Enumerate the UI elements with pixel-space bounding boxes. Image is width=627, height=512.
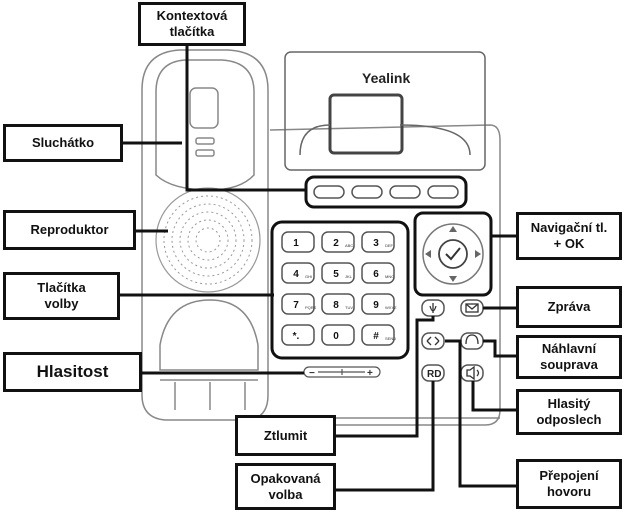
volume-minus-icon: − bbox=[309, 368, 315, 379]
context-keys bbox=[304, 175, 468, 209]
arrow-down-icon[interactable] bbox=[449, 276, 457, 282]
keypad-key-label: *. bbox=[293, 331, 300, 342]
keypad-key-label: 9 bbox=[373, 300, 379, 311]
volume-bar: − + bbox=[303, 366, 381, 379]
speaker-icon bbox=[466, 365, 480, 381]
arrow-right-icon[interactable] bbox=[475, 250, 481, 258]
redial-button-label: RD bbox=[427, 369, 441, 380]
keypad-key-label: 0 bbox=[333, 331, 339, 342]
keypad-key[interactable] bbox=[321, 262, 355, 284]
keypad-key-label: 4 bbox=[293, 269, 299, 280]
envelope-icon bbox=[465, 303, 479, 313]
label-handset: Sluchátko bbox=[3, 124, 123, 162]
arrow-left-icon[interactable] bbox=[425, 250, 431, 258]
handset bbox=[141, 49, 269, 421]
headset-icon bbox=[465, 334, 479, 345]
microphone-icon bbox=[429, 303, 437, 313]
keypad-key[interactable] bbox=[281, 231, 315, 253]
display-unit bbox=[284, 51, 486, 171]
label-redial: Opakovaná volba bbox=[235, 463, 336, 510]
keypad-key[interactable] bbox=[321, 293, 355, 315]
speakerphone-button[interactable] bbox=[460, 364, 484, 382]
keypad-key-label: 7 bbox=[293, 300, 299, 311]
label-message: Zpráva bbox=[516, 286, 622, 328]
keypad-key[interactable] bbox=[281, 324, 315, 346]
keypad-key[interactable] bbox=[281, 293, 315, 315]
label-volume: Hlasitost bbox=[3, 352, 142, 392]
label-speakerphone: Hlasitý odposlech bbox=[516, 389, 622, 435]
keypad-key-sublabel: JKL bbox=[345, 274, 353, 279]
speaker-grille bbox=[155, 187, 261, 293]
keypad-key[interactable] bbox=[281, 262, 315, 284]
context-key-2[interactable] bbox=[351, 185, 383, 199]
transfer-button[interactable] bbox=[421, 332, 445, 350]
context-key-3[interactable] bbox=[389, 185, 421, 199]
label-context-keys: Kontextová tlačítka bbox=[138, 2, 246, 46]
keypad-key-sublabel: PQRS bbox=[305, 305, 317, 310]
keypad-key-sublabel: DEF bbox=[385, 243, 394, 248]
keypad-key-label: 5 bbox=[333, 269, 339, 280]
check-icon bbox=[445, 247, 461, 261]
keypad-key-sublabel: ABC bbox=[345, 243, 353, 248]
context-key-1[interactable] bbox=[313, 185, 345, 199]
navigation-cluster bbox=[413, 211, 493, 297]
keypad-key-sublabel: WXYZ bbox=[385, 305, 397, 310]
leader-lines bbox=[120, 46, 516, 492]
keypad-key[interactable] bbox=[361, 262, 395, 284]
label-navigation: Navigační tl. + OK bbox=[516, 212, 622, 260]
keypad-key[interactable] bbox=[321, 324, 355, 346]
volume-plus-icon: + bbox=[367, 368, 373, 379]
keypad-key-sublabel: TUV bbox=[345, 305, 353, 310]
keypad-key[interactable] bbox=[361, 231, 395, 253]
keypad-key-label: 3 bbox=[373, 238, 379, 249]
keypad-key-label: 8 bbox=[333, 300, 339, 311]
label-speaker: Reproduktor bbox=[3, 210, 136, 250]
keypad-key[interactable] bbox=[361, 293, 395, 315]
keypad-key[interactable] bbox=[321, 231, 355, 253]
context-key-4[interactable] bbox=[427, 185, 459, 199]
keypad-key-label: # bbox=[373, 331, 379, 342]
label-dial-keys: Tlačítka volby bbox=[3, 272, 120, 320]
keypad-key-sublabel: MNO bbox=[385, 274, 394, 279]
transfer-icon bbox=[426, 336, 440, 346]
label-mute: Ztlumit bbox=[235, 415, 336, 456]
message-button[interactable] bbox=[460, 299, 484, 317]
label-headset: Náhlavní souprava bbox=[516, 335, 622, 379]
envelope-flap-icon bbox=[465, 303, 479, 310]
arrow-up-icon[interactable] bbox=[449, 226, 457, 232]
label-transfer: Přepojení hovoru bbox=[516, 459, 622, 509]
keypad-key-label: 6 bbox=[373, 269, 379, 280]
keypad-key-label: 2 bbox=[333, 238, 339, 249]
keypad-key-sublabel: GHI bbox=[305, 274, 312, 279]
ok-button[interactable] bbox=[438, 239, 468, 269]
keypad: 1 2 ABC 3 DEF 4 GHI 5 JKL 6 MNO 7 PQRS 8 TUV 9 WXYZ *. 0 # S… bbox=[270, 220, 410, 360]
keypad-key-label: 1 bbox=[293, 238, 299, 249]
keypad-key[interactable] bbox=[361, 324, 395, 346]
function-icons bbox=[426, 303, 480, 381]
keypad-key-sublabel: SEND bbox=[385, 336, 396, 341]
brand-logo: Yealink bbox=[362, 70, 410, 86]
